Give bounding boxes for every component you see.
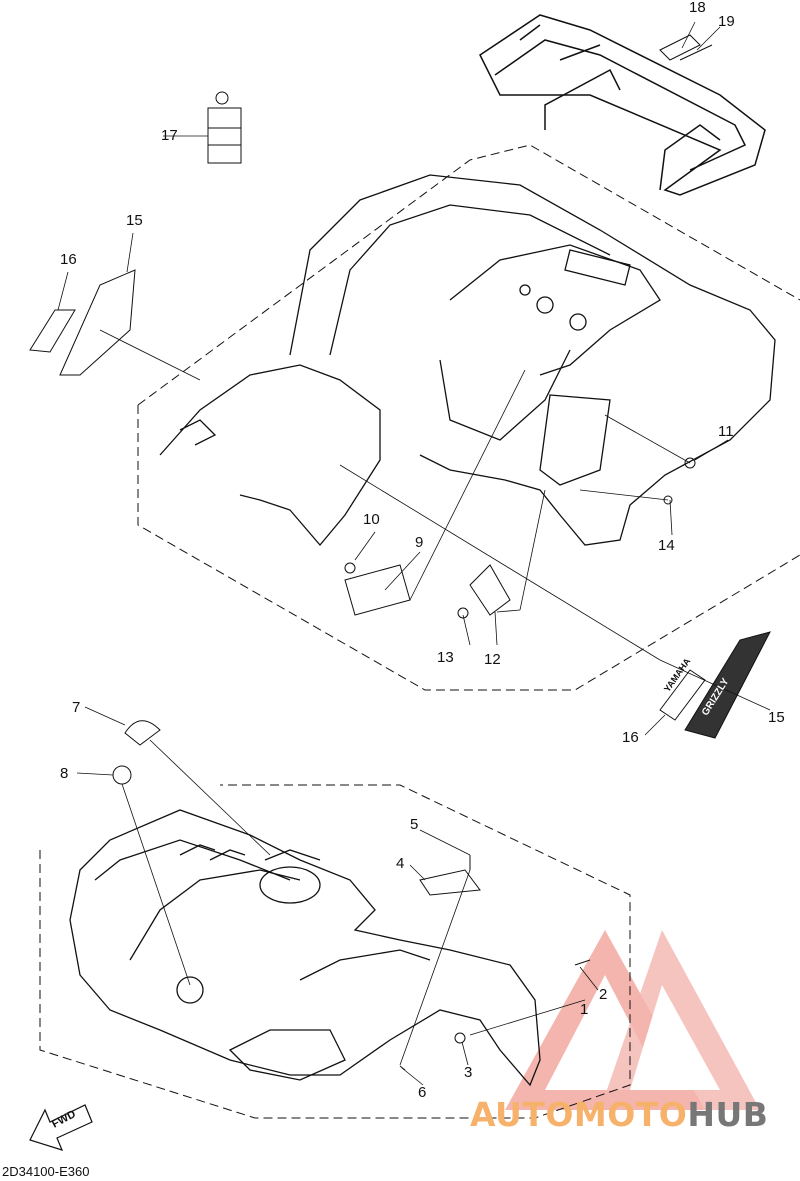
front-fender bbox=[69, 809, 541, 1087]
callout-4: 4 bbox=[396, 855, 405, 872]
callout-8: 8 bbox=[60, 765, 69, 782]
callout-13: 13 bbox=[437, 649, 454, 666]
group-outline-front bbox=[39, 784, 631, 1119]
drawing-code: 2D34100-E360 bbox=[2, 1164, 90, 1179]
group-outline-rear bbox=[137, 144, 800, 691]
decals-right-15-16 bbox=[659, 631, 771, 739]
decals-left-15-16 bbox=[29, 269, 136, 376]
callout-17: 17 bbox=[161, 127, 178, 144]
small-parts bbox=[112, 457, 696, 1071]
rear-carrier-rack bbox=[479, 14, 766, 196]
callout-14: 14 bbox=[658, 537, 675, 554]
callout-5: 5 bbox=[410, 816, 419, 833]
callout-9: 9 bbox=[415, 534, 424, 551]
callout-18: 18 bbox=[689, 0, 706, 16]
callout-3: 3 bbox=[464, 1064, 473, 1081]
callout-19: 19 bbox=[718, 13, 735, 30]
callout-16-left: 16 bbox=[60, 251, 77, 268]
watermark-part2: HUB bbox=[687, 1095, 769, 1134]
fwd-arrow-icon bbox=[29, 1104, 93, 1151]
watermark-part1: AUTOMOTO bbox=[470, 1095, 688, 1134]
callout-2: 2 bbox=[599, 986, 608, 1003]
watermark-text: AUTOMOTOHUB bbox=[470, 1097, 768, 1133]
callout-15-left: 15 bbox=[126, 212, 143, 229]
callout-10: 10 bbox=[363, 511, 380, 528]
tag-17 bbox=[207, 91, 242, 164]
callout-7: 7 bbox=[72, 699, 81, 716]
watermark-logo bbox=[505, 930, 760, 1110]
leader-lines bbox=[57, 21, 771, 1086]
callout-1: 1 bbox=[580, 1001, 589, 1018]
callout-11: 11 bbox=[718, 423, 734, 440]
callout-12: 12 bbox=[484, 651, 501, 668]
rear-fender bbox=[159, 174, 776, 547]
callout-15-right: 15 bbox=[768, 709, 785, 726]
callout-16-right: 16 bbox=[622, 729, 639, 746]
callout-6: 6 bbox=[418, 1084, 427, 1101]
label-18-19-decals bbox=[659, 34, 713, 61]
